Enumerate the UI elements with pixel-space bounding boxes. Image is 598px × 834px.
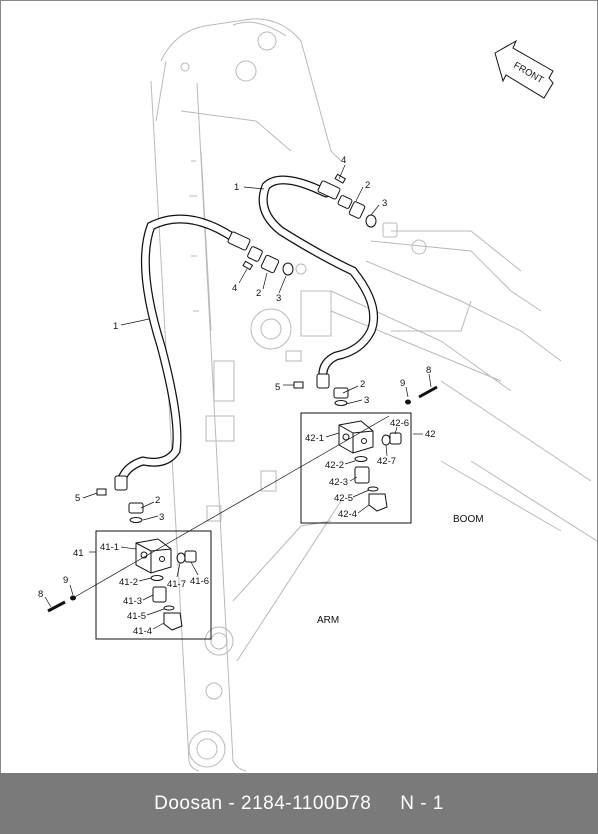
part-41-1-label: 41-1 [100,542,119,553]
callout-9-left: 9 [63,575,68,586]
leader-lines [44,164,432,630]
part-41-7-label: 41-7 [167,579,186,590]
part-41-6-label: 41-6 [190,576,209,587]
part-41-3-label: 41-3 [123,596,142,607]
part-42-3-label: 42-3 [329,477,348,488]
part-41-4-label: 41-4 [133,626,152,637]
footer-part-number: Doosan - 2184-1100D78 N - 1 [154,792,444,814]
callout-3-mid: 3 [276,293,281,304]
callout-2-left: 2 [155,495,160,506]
callout-3-left: 3 [159,512,164,523]
callout-5-left: 5 [75,493,80,504]
arm-region-label: ARM [317,615,339,626]
callout-2-right: 2 [360,379,365,390]
boom-region-label: BOOM [453,514,484,525]
callout-labels: 1 4 2 3 4 2 3 1 5 2 3 8 9 5 2 3 9 8 42 4… [38,155,484,637]
group-42-label: 42 [425,429,436,440]
bolt-8-right [405,385,438,405]
callout-1-top: 1 [234,182,239,193]
diagram-frame: FRONT [0,0,598,774]
hose-left [114,214,251,491]
callout-5-right: 5 [275,382,280,393]
callout-2-mid: 2 [256,288,261,299]
part-42-2-label: 42-2 [325,460,344,471]
part-42-4-label: 42-4 [338,509,357,520]
part-42-5-label: 42-5 [334,493,353,504]
boom-structure [295,230,597,542]
footer-bar: Doosan - 2184-1100D78 N - 1 [0,773,598,834]
hose-upper [258,175,379,389]
group-41-label: 41 [73,548,84,559]
front-direction-arrow: FRONT [494,39,554,99]
callout-1-left: 1 [113,321,118,332]
bolt-8-left [47,595,76,613]
detail-box-42 [300,412,412,524]
parts-diagram: FRONT [38,18,597,772]
part-41-2-label: 41-2 [119,577,138,588]
callout-9-right: 9 [400,378,405,389]
part-42-1-label: 42-1 [305,433,324,444]
callout-3-right: 3 [364,395,369,406]
upper-flange-fittings [96,173,398,523]
part-42-7-label: 42-7 [377,456,396,467]
callout-3-top: 3 [382,198,387,209]
callout-8-left: 8 [38,589,43,600]
callout-2-top: 2 [365,180,370,191]
part-42-6-label: 42-6 [390,418,409,429]
callout-8-right: 8 [426,365,431,376]
detail-box-41 [95,530,212,640]
part-41-5-label: 41-5 [127,611,146,622]
callout-4-mid: 4 [232,283,237,294]
callout-4-top: 4 [341,155,346,166]
arm-structure [150,18,342,772]
